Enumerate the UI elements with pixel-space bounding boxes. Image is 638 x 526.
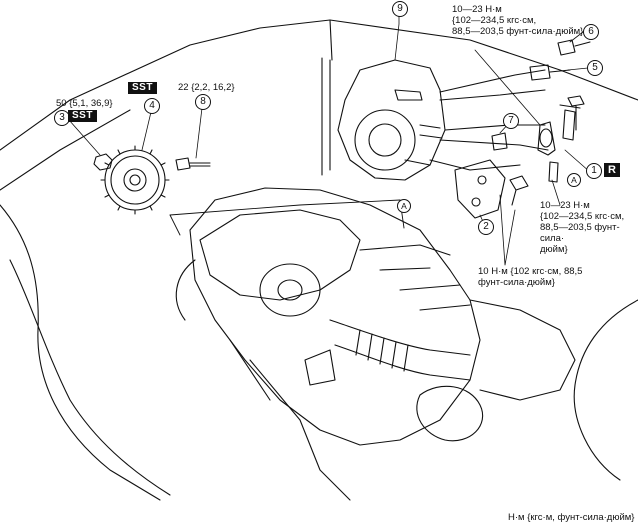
callout-9: 9	[392, 1, 408, 17]
hose-left	[175, 259, 196, 321]
callout-8: 8	[195, 94, 211, 110]
torque-bolt-8: 22 {2,2, 16,2}	[178, 82, 235, 93]
leader-1	[564, 149, 591, 173]
timing-cover	[199, 209, 361, 301]
bracket-2	[454, 159, 506, 219]
lower-block	[229, 339, 351, 501]
sst-label-gear: SST	[128, 82, 157, 94]
leader-torque-right	[551, 179, 561, 206]
banjo-fitting	[537, 121, 556, 156]
leader-3	[68, 119, 101, 156]
bolt-8	[175, 157, 211, 171]
exhaust-manifold	[469, 299, 576, 401]
leader-8	[195, 107, 203, 159]
bracket-hole-1	[477, 175, 487, 185]
gear-nut	[93, 153, 113, 171]
pump-fittings	[404, 124, 443, 166]
banjo-bolt	[559, 104, 581, 141]
connector-6	[557, 39, 591, 56]
leader-5	[567, 67, 589, 71]
left-fender-inner	[9, 259, 171, 496]
torque-gear-nut: 50 {5,1, 36,9}	[56, 98, 113, 109]
crank-pulley	[259, 263, 321, 317]
units-note: Н·м {кгс·м, фунт-сила·дюйм}	[508, 512, 635, 523]
intake-ribs	[355, 329, 409, 372]
right-fender-outline	[573, 299, 638, 481]
engine-block	[189, 187, 481, 446]
cowl-line	[329, 19, 333, 61]
fuel-line-bend	[429, 159, 521, 171]
r-mark: R	[604, 163, 620, 177]
pump-outlet	[394, 89, 423, 101]
hood-outline	[0, 19, 331, 191]
timing-gear	[100, 145, 170, 215]
callout-6: 6	[583, 24, 599, 40]
ref-line-a	[169, 199, 401, 216]
connector-5	[529, 64, 571, 81]
leader-torque-bracket	[499, 194, 516, 266]
banjo-bolt-2	[548, 161, 559, 183]
ref-a-right: A	[567, 173, 581, 187]
ref-line-b	[169, 199, 405, 236]
leader-4	[141, 111, 152, 151]
turbo-housing	[416, 385, 484, 442]
misc-lines	[359, 244, 471, 311]
callout-7: 7	[503, 113, 519, 129]
pump-front-flange	[354, 109, 416, 171]
leader-9	[394, 11, 400, 61]
fuel-line-upper	[439, 69, 546, 101]
banjo-eye	[539, 128, 553, 148]
left-fender-outline	[0, 204, 161, 501]
callout-2: 2	[478, 219, 494, 235]
clip-7	[491, 132, 508, 151]
torque-fitting-right: 10—23 Н·м {102—234,5 кгс·см, 88,5—203,5 …	[540, 200, 625, 255]
ref-a-center: A	[397, 199, 411, 213]
torque-bracket: 10 Н·м {102 кгс·см, 88,5 фунт-сила·дюйм}	[478, 266, 583, 288]
bracket-bolt	[509, 175, 529, 206]
pump-front-inner	[368, 123, 402, 157]
strut-line	[321, 57, 331, 176]
torque-fitting-top: 10—23 Н·м {102—234,5 кгс·см, 88,5—203,5 …	[452, 4, 584, 37]
firewall-line	[329, 19, 638, 101]
leader-6	[569, 31, 584, 43]
bracket-hole-2	[471, 197, 481, 207]
callout-4: 4	[144, 98, 160, 114]
leader-torque-top	[474, 49, 541, 126]
pump-body	[337, 59, 446, 181]
sst-label-nut: SST	[68, 110, 97, 122]
callout-5: 5	[587, 60, 603, 76]
intake-pipe	[329, 319, 471, 381]
callout-1: 1	[586, 163, 602, 179]
hex-bolt-top	[567, 95, 585, 131]
mount-bracket	[304, 349, 336, 386]
crank-pulley-hub	[277, 279, 303, 301]
